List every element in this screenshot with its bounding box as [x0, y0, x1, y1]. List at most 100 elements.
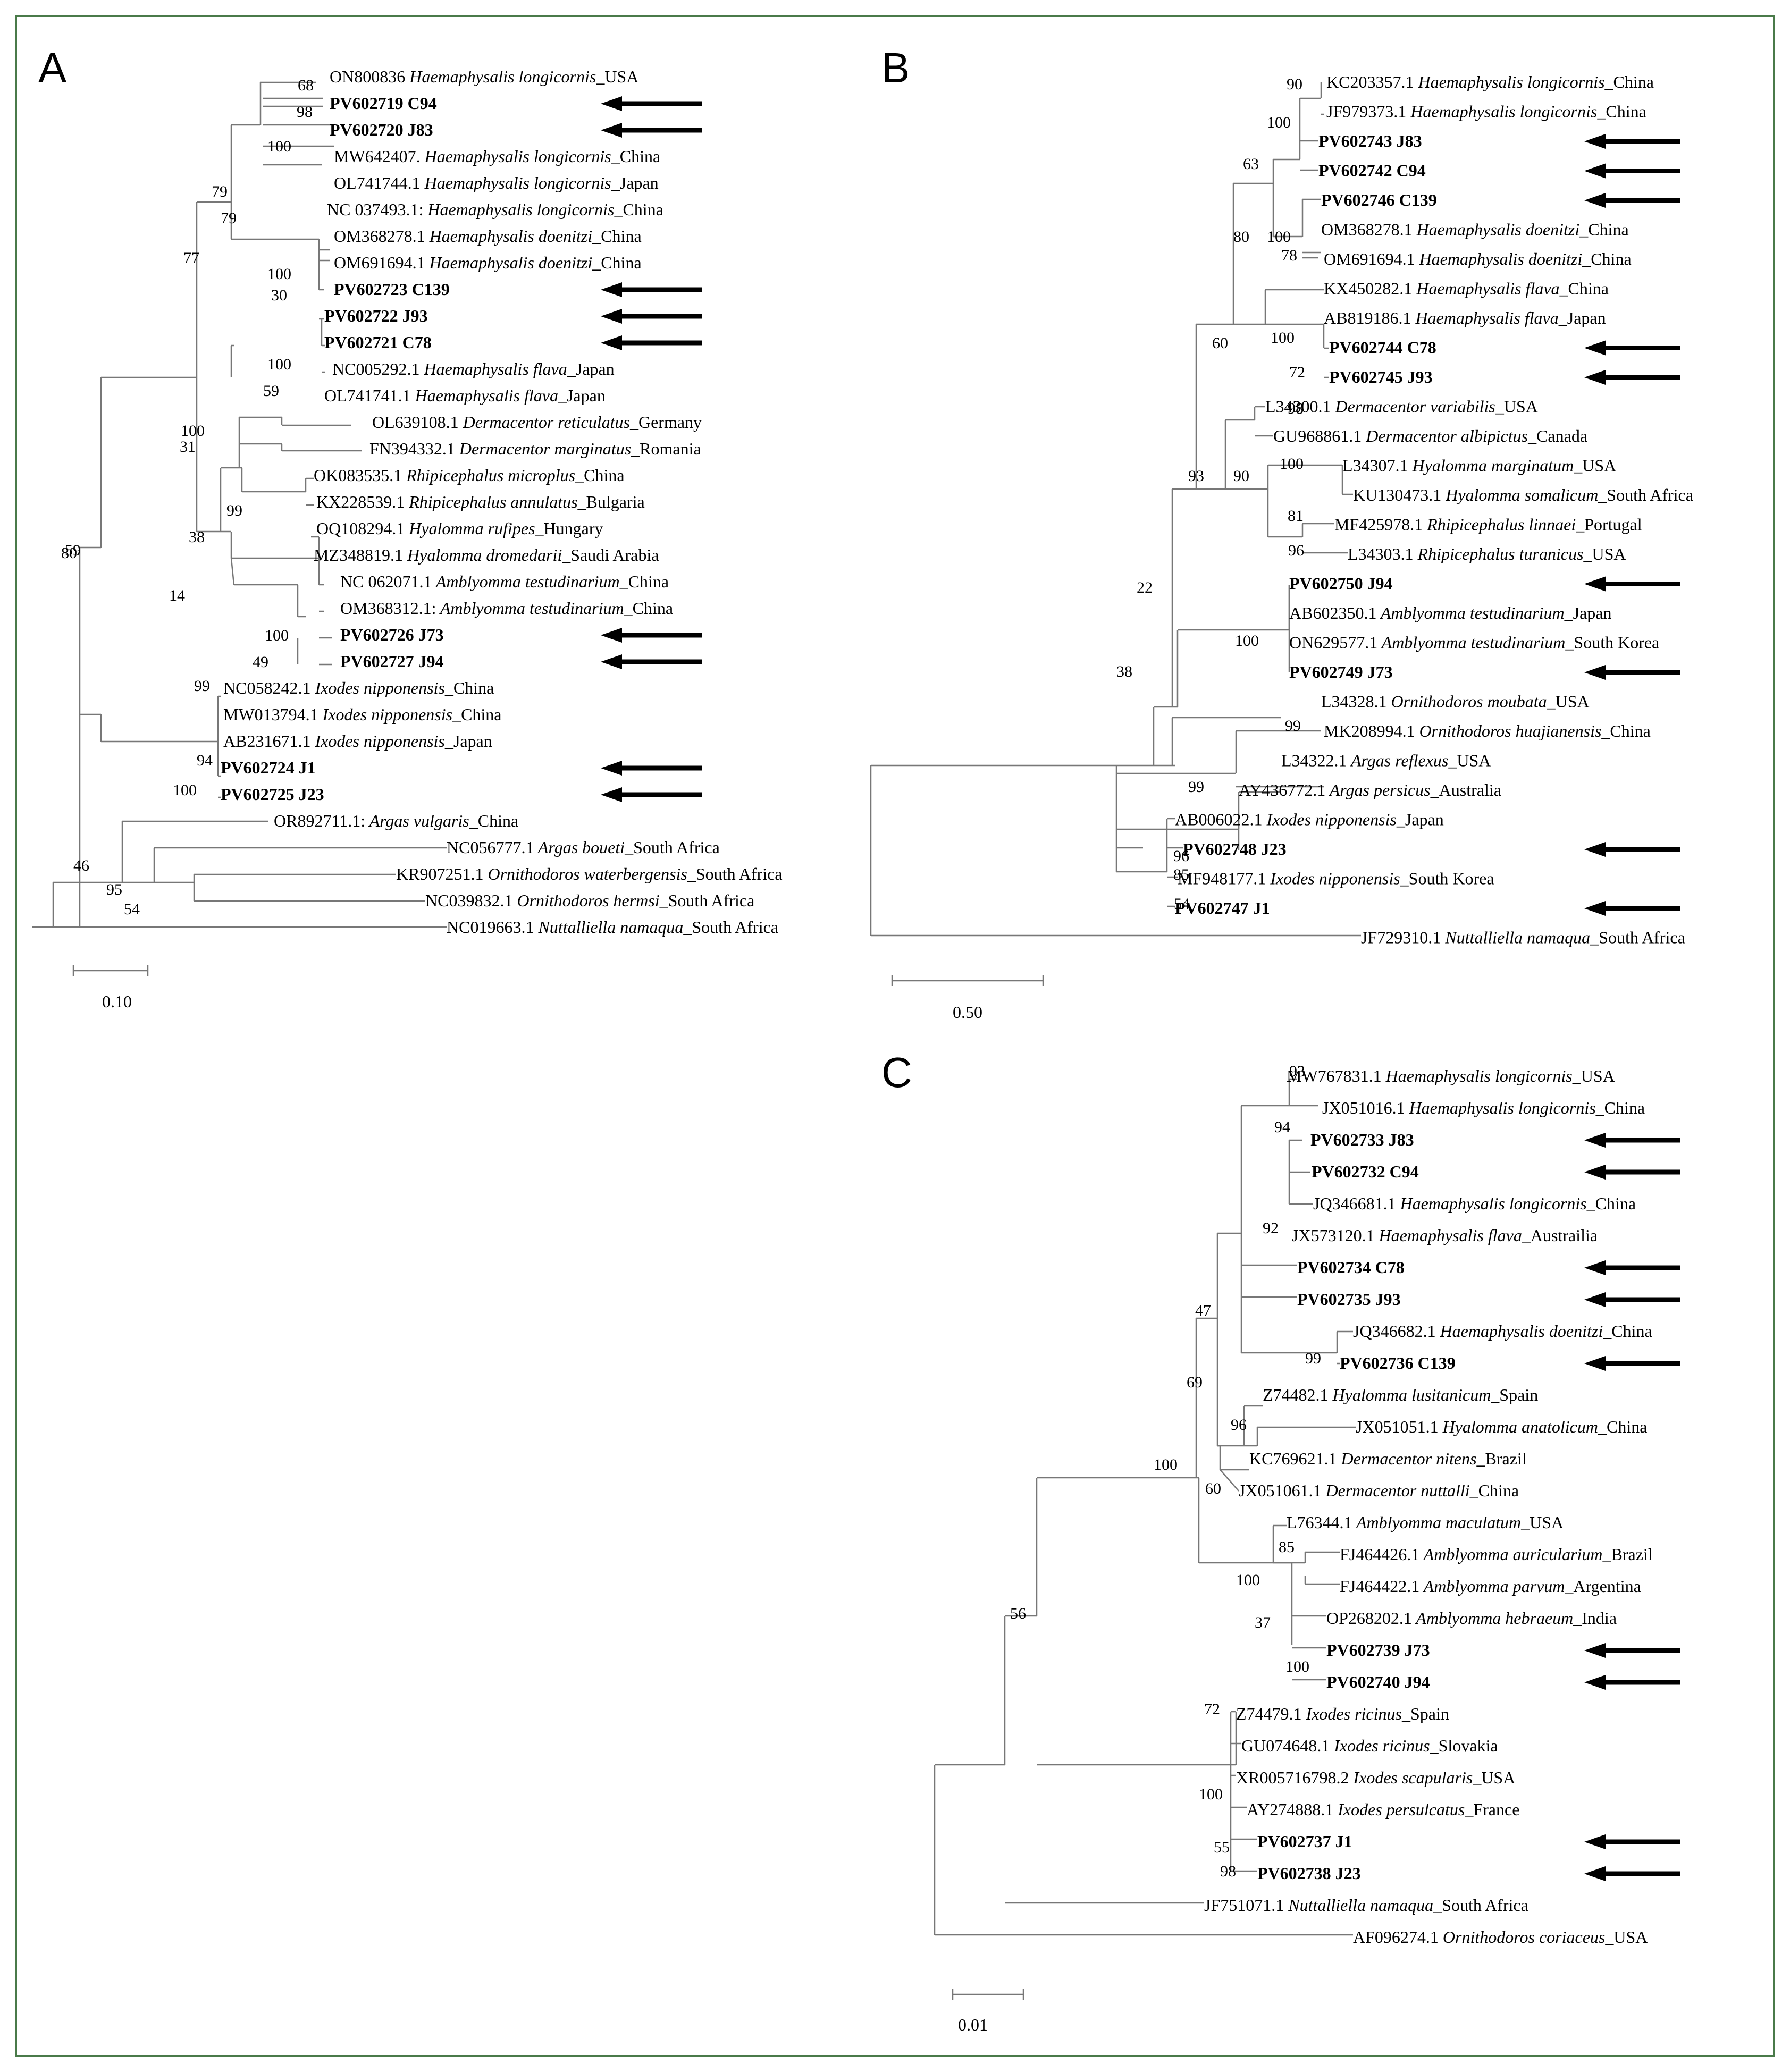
accession: PV602723 C139	[334, 280, 450, 299]
bootstrap-value: 59	[65, 542, 81, 559]
location: _South Africa	[683, 917, 778, 937]
bootstrap-value: 60	[1212, 334, 1228, 352]
location: _South Korea	[1400, 869, 1494, 888]
accession: OL639108.1	[372, 412, 459, 432]
reference-sequence-label: GU968861.1 Dermacentor albipictus_Canada	[1273, 426, 1587, 445]
location: _China	[444, 678, 494, 697]
reference-sequence-label: L34303.1 Rhipicephalus turanicus_USA	[1348, 544, 1626, 563]
location: _China	[614, 200, 663, 219]
location: _Portugal	[1575, 515, 1642, 534]
species-name: Haemaphysalis doenitzi	[1413, 220, 1580, 239]
reference-sequence-label: JX573120.1 Haemaphysalis flava_Austraili…	[1292, 1226, 1598, 1245]
bootstrap-value: 68	[298, 77, 314, 94]
reference-sequence-label: ON800836 Haemaphysalis longicornis_USA	[330, 67, 638, 86]
species-name: Haemaphysalis longicornis	[423, 200, 614, 219]
arrow-head	[1584, 340, 1606, 356]
reference-sequence-label: L76344.1 Amblyomma maculatum_USA	[1287, 1513, 1564, 1532]
reference-sequence-label: NC005292.1 Haemaphysalis flava_Japan	[332, 359, 615, 378]
species-name: Nuttalliella namaqua	[1441, 928, 1590, 947]
accession: FN394332.1	[369, 439, 455, 458]
location: _China	[1598, 1417, 1647, 1436]
reference-sequence-label: NC056777.1 Argas boueti_South Africa	[447, 838, 720, 857]
bootstrap-value: 95	[106, 881, 122, 898]
species-name: Amblyomma maculatum	[1352, 1513, 1522, 1532]
species-name: Amblyomma testudinarium	[436, 599, 624, 618]
species-name: Nuttalliella namaqua	[1284, 1896, 1433, 1915]
location: _France	[1464, 1800, 1519, 1819]
species-name: Ixodes nipponensis	[1262, 810, 1396, 829]
reference-sequence-label: MW013794.1 Ixodes nipponensis_China	[223, 705, 502, 724]
accession: L34307.1	[1342, 456, 1408, 475]
species-name: Rhipicephalus microplus	[402, 466, 575, 485]
arrow-left-icon	[601, 96, 702, 111]
bootstrap-value: 38	[1116, 663, 1132, 680]
reference-sequence-label: FJ464426.1 Amblyomma auricularium_Brazil	[1340, 1545, 1653, 1564]
species-name: Haemaphysalis doenitzi	[425, 253, 593, 272]
bootstrap-value: 85	[1173, 866, 1189, 883]
species-name: Hyalomma somalicum	[1441, 485, 1598, 504]
arrow-head	[601, 282, 622, 297]
species-name: Haemaphysalis doenitzi	[1415, 249, 1583, 268]
arrow-left-icon	[1584, 1675, 1680, 1690]
accession: GU074648.1	[1241, 1736, 1330, 1755]
bootstrap-value: 99	[1188, 778, 1204, 796]
accession: PV602725 J23	[221, 785, 324, 804]
accession: NC 037493.1:	[327, 200, 423, 219]
sample-sequence-label: PV602737 J1	[1257, 1832, 1352, 1851]
bootstrap-value: 100	[267, 138, 291, 155]
accession: L34328.1	[1321, 692, 1387, 711]
species-name: Amblyomma testudinarium	[1377, 633, 1565, 652]
accession: KX450282.1	[1324, 279, 1412, 298]
accession: PV602737 J1	[1257, 1832, 1352, 1851]
bootstrap-value: 22	[1137, 579, 1153, 596]
accession: PV602734 C78	[1297, 1258, 1405, 1277]
reference-sequence-label: KC203357.1 Haemaphysalis longicornis_Chi…	[1326, 72, 1654, 91]
accession: JX573120.1	[1292, 1226, 1375, 1245]
bootstrap-value: 80	[61, 544, 77, 562]
bootstrap-value: 100	[1267, 228, 1291, 246]
species-name: Haemaphysalis longicornis	[421, 147, 611, 166]
species-name: Haemaphysalis longicornis	[1382, 1066, 1573, 1085]
location: _China	[1579, 220, 1628, 239]
bootstrap-value: 79	[221, 209, 237, 227]
reference-sequence-label: MF425978.1 Rhipicephalus linnaei_Portuga…	[1334, 515, 1642, 534]
bootstrap-value: 100	[1271, 329, 1295, 347]
sample-sequence-label: PV602725 J23	[221, 785, 324, 804]
sample-sequence-label: PV602744 C78	[1329, 338, 1436, 357]
reference-sequence-label: OM691694.1 Haemaphysalis doenitzi_China	[334, 253, 642, 272]
bootstrap-value: 79	[212, 183, 228, 200]
species-name: Rhipicephalus annulatus	[405, 492, 577, 511]
species-name: Argas persicus	[1325, 780, 1430, 799]
panel-letter: A	[38, 44, 67, 91]
arrow-left-icon	[1584, 842, 1680, 857]
location: _China	[1602, 1321, 1652, 1341]
bootstrap-value: 100	[265, 627, 289, 644]
location: _China	[624, 599, 673, 618]
species-name: Ixodes scapularis	[1349, 1768, 1473, 1787]
accession: OR892711.1:	[274, 811, 365, 830]
accession: JX051061.1	[1239, 1481, 1322, 1500]
arrow-left-icon	[1584, 665, 1680, 680]
accession: PV602727 J94	[340, 652, 444, 671]
bootstrap-value: 100	[1285, 1658, 1309, 1675]
reference-sequence-label: AB006022.1 Ixodes nipponensis_Japan	[1175, 810, 1444, 829]
species-name: Amblyomma testudinarium	[432, 572, 619, 591]
accession: PV602721 C78	[324, 333, 432, 352]
reference-sequence-label: MK208994.1 Ornithodoros huajianensis_Chi…	[1324, 721, 1651, 740]
accession: OM691694.1	[334, 253, 425, 272]
accession: AB819186.1	[1324, 308, 1411, 327]
arrow-head	[1584, 370, 1606, 385]
accession: FJ464426.1	[1340, 1545, 1419, 1564]
arrow-left-icon	[1584, 340, 1680, 356]
arrow-head	[1584, 665, 1606, 680]
arrow-head	[1584, 1356, 1606, 1371]
reference-sequence-label: KU130473.1 Hyalomma somalicum_South Afri…	[1353, 485, 1693, 504]
accession: PV602744 C78	[1329, 338, 1436, 357]
location: _China	[469, 811, 518, 830]
species-name: Hyalomma marginatum	[1408, 456, 1574, 475]
bootstrap-value: 98	[1220, 1863, 1236, 1880]
accession: AY436772.1	[1239, 780, 1325, 799]
reference-sequence-label: JX051016.1 Haemaphysalis longicornis_Chi…	[1322, 1098, 1645, 1117]
accession: PV602726 J73	[340, 625, 444, 644]
